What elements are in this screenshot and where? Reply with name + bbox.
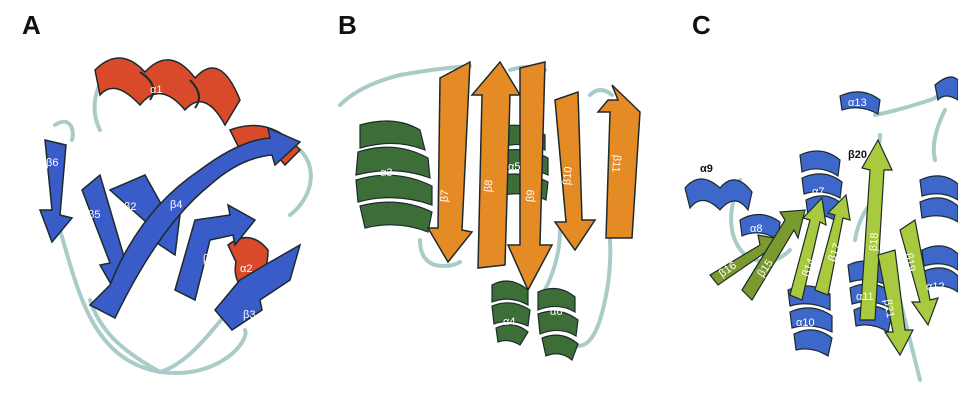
helix-alpha9: [685, 179, 752, 210]
panel-a-letter: A: [22, 10, 41, 40]
label-beta2: β2: [124, 201, 136, 213]
label-beta20: β20: [848, 149, 867, 161]
label-beta7: β7: [438, 189, 451, 202]
helix-alpha1: [95, 58, 240, 125]
label-beta4: β4: [170, 199, 182, 211]
label-beta6: β6: [46, 157, 58, 169]
panel-a-loops: [55, 75, 311, 373]
label-alpha8: α8: [750, 223, 762, 235]
label-alpha2: α2: [240, 263, 252, 275]
label-alpha10: α10: [796, 317, 815, 329]
label-alpha11: α11: [856, 291, 874, 303]
label-beta18: β18: [867, 232, 881, 252]
helix-alpha3: [356, 121, 432, 232]
label-alpha1: α1: [150, 84, 162, 96]
strand-beta10: [555, 92, 595, 250]
strand-beta7: [428, 62, 472, 262]
panel-a: A α1 α2: [22, 10, 311, 373]
helix-alpha4: [492, 281, 530, 345]
label-beta8: β8: [482, 179, 495, 192]
helix-alpha6: [538, 288, 578, 360]
label-alpha13: α13: [848, 97, 867, 109]
label-beta5: β5: [88, 209, 100, 221]
label-beta9: β9: [524, 189, 537, 202]
label-alpha6: α6: [550, 306, 562, 318]
panel-c-letter: C: [692, 10, 711, 40]
panel-b-letter: B: [338, 10, 357, 40]
label-beta1: β1: [203, 253, 215, 265]
label-alpha9: α9: [700, 163, 713, 175]
label-beta10: β10: [561, 166, 575, 186]
panel-b: B α3 α4 α5: [338, 10, 640, 360]
label-beta19: β19: [902, 252, 917, 272]
strand-beta6: [40, 140, 72, 242]
label-beta11: β11: [609, 154, 623, 173]
label-alpha4: α4: [503, 316, 515, 328]
label-alpha5: α5: [508, 161, 520, 173]
label-alpha3: α3: [380, 167, 392, 179]
label-alpha7: α7: [812, 186, 824, 198]
panel-c: C: [685, 10, 958, 380]
label-beta3: β3: [243, 309, 255, 321]
label-alpha12: α12: [926, 281, 945, 293]
